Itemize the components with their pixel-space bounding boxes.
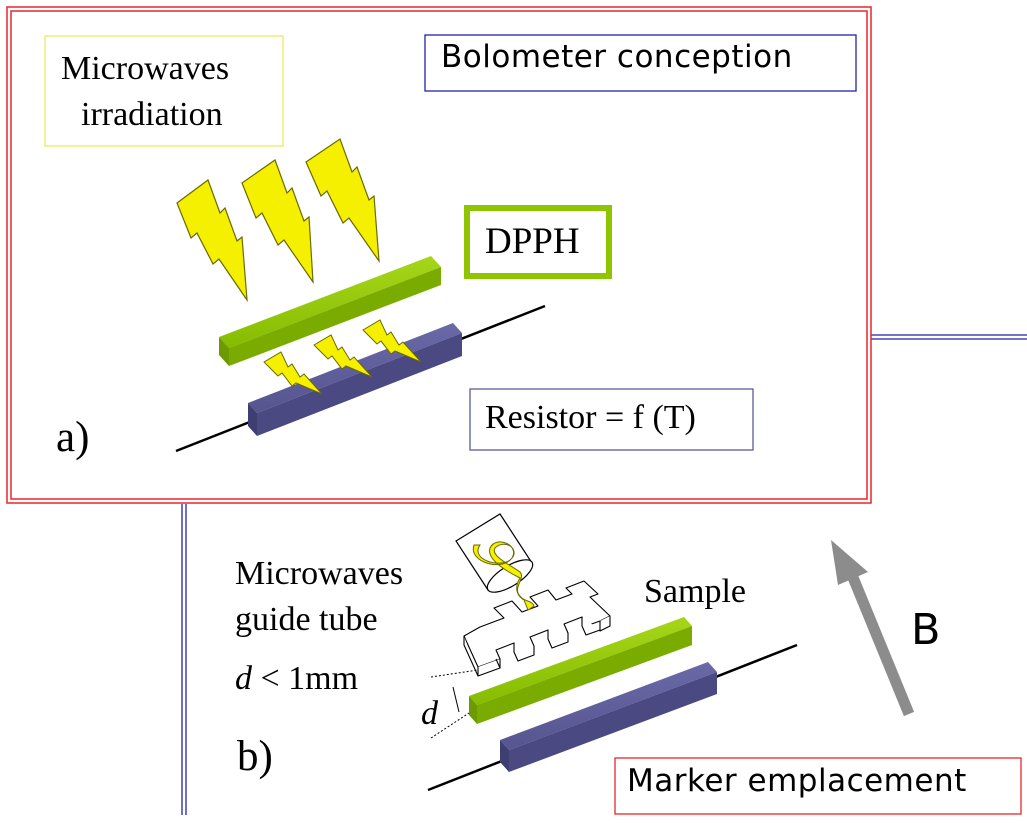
microwaves-irradiation-line1: Microwaves	[61, 50, 230, 87]
panel-b-label: b)	[237, 733, 273, 780]
dpph-label: DPPH	[485, 221, 580, 262]
microwaves-irradiation-line2: irradiation	[81, 96, 223, 133]
connector-vertical	[181, 504, 187, 815]
distance-marker	[430, 669, 479, 739]
dpph-bar-a	[219, 256, 441, 366]
lightning-bolts-small	[263, 319, 422, 395]
field-arrow	[831, 540, 915, 717]
lightning-icon	[263, 351, 323, 395]
guide-tube-line2: guide tube	[235, 601, 378, 638]
resistor-bar-b	[500, 662, 717, 772]
lightning-icon	[305, 138, 380, 264]
resistor-label: Resistor = f (T)	[485, 399, 696, 436]
sample-shape	[463, 580, 611, 677]
bolometer-title: Bolometer conception	[441, 39, 793, 75]
guide-tube-line1: Microwaves	[235, 555, 404, 592]
resistor-box	[469, 388, 754, 451]
dpph-box	[464, 205, 612, 279]
sample-label: Sample	[644, 573, 746, 610]
microwaves-note-box	[44, 35, 284, 147]
lightning-bolts-large	[176, 138, 380, 303]
panel-a-frame	[6, 6, 872, 504]
lightning-icon	[241, 159, 314, 285]
bolometer-title-box	[424, 34, 857, 92]
distance-var: d	[235, 660, 252, 697]
field-b-label: B	[911, 605, 941, 655]
lightning-icon	[313, 334, 373, 378]
lightning-icon	[362, 319, 422, 363]
lightning-icon	[176, 179, 248, 303]
d-marker-label: d	[421, 695, 438, 732]
connector-horizontal	[871, 334, 1027, 340]
marker-title-box	[614, 757, 1022, 815]
distance-condition: d < 1mm	[235, 659, 358, 698]
marker-title: Marker emplacement	[627, 763, 967, 799]
distance-rest: < 1mm	[252, 660, 359, 697]
panel-a-label: a)	[56, 414, 90, 461]
dpph-bar-b	[469, 617, 692, 724]
microwave-swirl-icon	[472, 541, 535, 611]
